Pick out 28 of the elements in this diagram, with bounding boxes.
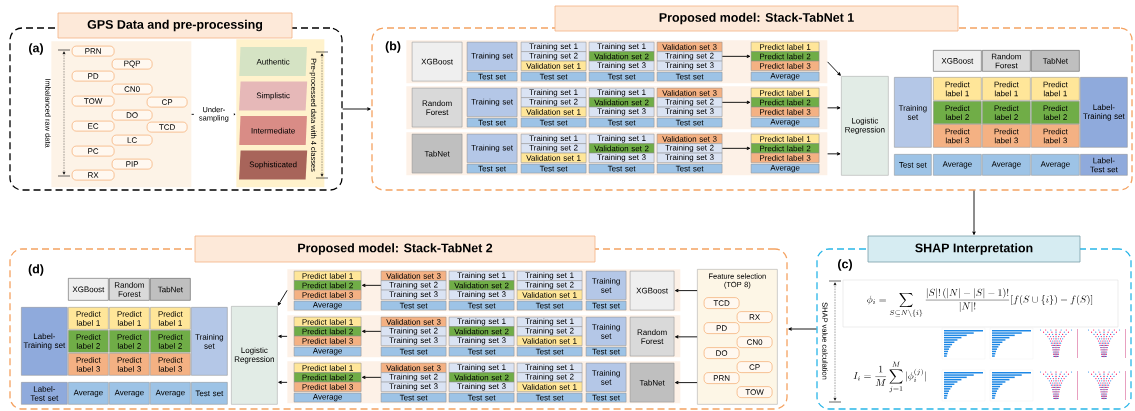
arrow: [721, 146, 751, 151]
panel-letter: (c): [838, 259, 852, 271]
arrow: [827, 106, 841, 110]
arrow: [674, 288, 698, 293]
arrow: [674, 335, 698, 339]
arrow: [342, 107, 371, 111]
title-box: Proposed model: Stack-TabNet 2: [194, 235, 596, 263]
arrow: [972, 190, 976, 235]
arrow: [721, 54, 751, 59]
formula-box: $\phi_i = \sum_{S\subseteq N\setminus\{i\}}\frac{|S|!\,(|N|-|S|-1)!}{|N|!}[f(S\cup\{i\})-f(S)]$: [842, 279, 1119, 328]
arrow: [827, 61, 841, 76]
arrow: [788, 327, 817, 331]
arrow: [361, 375, 382, 380]
panel-letter: (b): [385, 41, 401, 53]
arrow: [827, 152, 841, 156]
arrow: [278, 380, 288, 385]
arrow: [278, 334, 288, 339]
panel-letter: (a): [29, 43, 43, 55]
arrow: [674, 380, 698, 385]
title-box: GPS Data and pre-processing: [57, 12, 293, 39]
panel-letter: (d): [28, 264, 44, 276]
arrow: [361, 329, 382, 334]
arrow: [277, 289, 288, 306]
arrow: [721, 100, 751, 105]
arrow: [361, 283, 382, 288]
title-box: SHAP Interpretation: [867, 235, 1081, 263]
formula: $I_i = \frac{1}{M}\sum_{j=1}^{M}|\phi_i^{(j)}|$: [853, 361, 926, 393]
title-box: Proposed model: Stack-TabNet 1: [554, 5, 959, 32]
